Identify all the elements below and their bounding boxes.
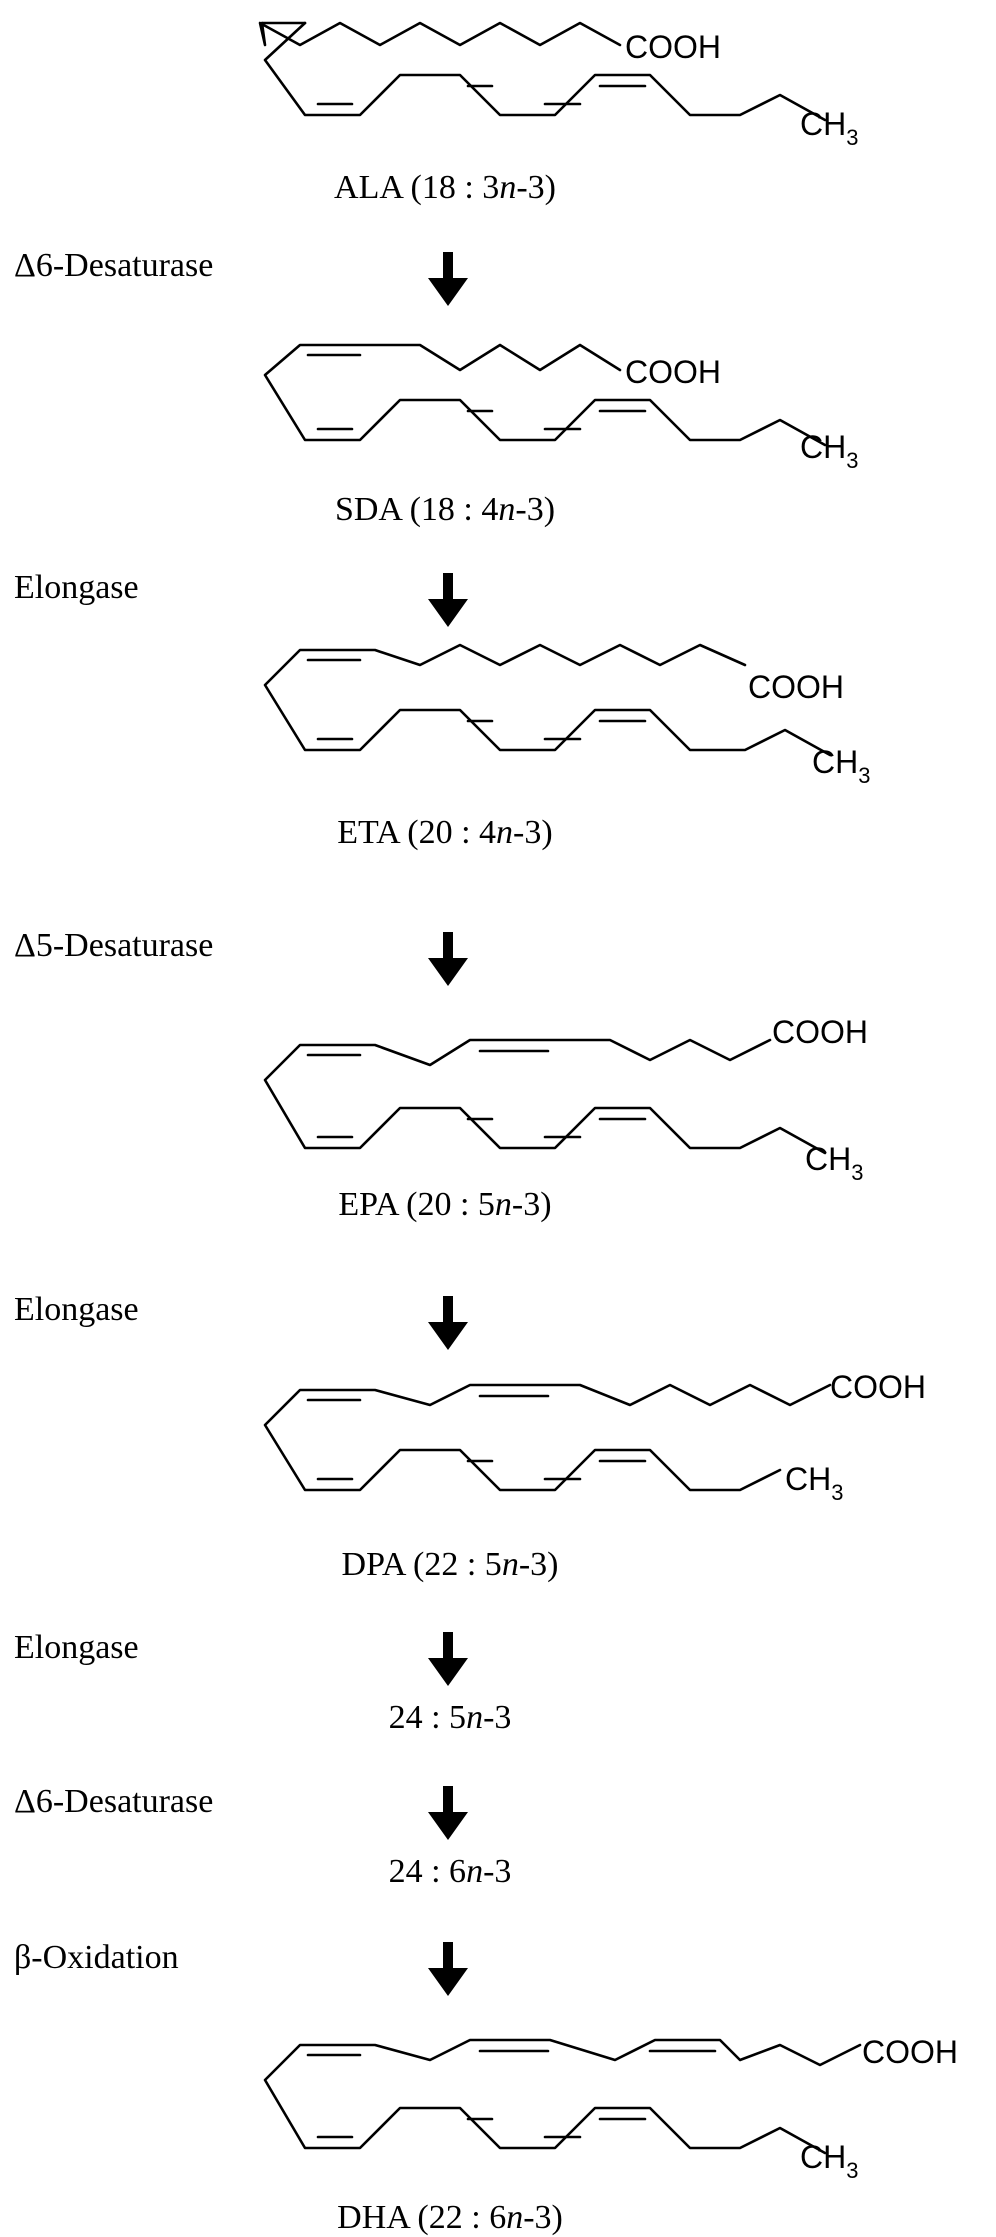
eta-name-label: ETA (20 : 4n-3)	[337, 814, 552, 851]
enzyme-label-elongase-2: Elongase	[14, 1291, 139, 1328]
epa-cooh-label: COOH	[772, 1014, 868, 1050]
structure-sda: COOH CH3 SDA (18 : 4n-3)	[263, 343, 858, 528]
dpa-name-label: DPA (22 : 5n-3)	[342, 1546, 559, 1583]
ala-skeleton	[258, 21, 827, 122]
arrow-down-icon	[428, 932, 468, 986]
sda-name-label: SDA (18 : 4n-3)	[335, 491, 555, 528]
enzyme-label-beta-oxidation: β-Oxidation	[14, 1939, 179, 1976]
ala-cooh-label: COOH	[625, 29, 721, 65]
enzyme-label-delta6-desaturase-2: Δ6-Desaturase	[14, 1783, 213, 1820]
arrow-down-icon	[428, 573, 468, 627]
eta-skeleton	[263, 643, 832, 757]
arrow-down-icon	[428, 1632, 468, 1686]
structure-ala: COOH CH3 ALA (18 : 3n-3)	[258, 21, 858, 206]
epa-ch3-label: CH3	[805, 1141, 863, 1185]
epa-name-label: EPA (20 : 5n-3)	[338, 1186, 551, 1223]
structure-epa: COOH CH3 EPA (20 : 5n-3)	[263, 1014, 868, 1223]
arrow-down-icon	[428, 252, 468, 306]
dha-skeleton	[263, 2038, 862, 2155]
structure-dha: COOH CH3 DHA (22 : 6n-3)	[263, 2034, 958, 2236]
dha-name-label: DHA (22 : 6n-3)	[337, 2199, 563, 2236]
epa-skeleton	[263, 1038, 827, 1155]
dha-ch3-label: CH3	[800, 2139, 858, 2183]
dha-cooh-label: COOH	[862, 2034, 958, 2070]
arrow-down-icon	[428, 1296, 468, 1350]
sda-ch3-label: CH3	[800, 429, 858, 473]
sda-cooh-label: COOH	[625, 354, 721, 390]
dpa-ch3-label: CH3	[785, 1461, 843, 1505]
intermediate-24-6-label: 24 : 6n-3	[389, 1853, 512, 1890]
eta-ch3-label: CH3	[812, 744, 870, 788]
dpa-cooh-label: COOH	[830, 1369, 926, 1405]
sda-skeleton	[263, 343, 827, 447]
ala-name-label: ALA (18 : 3n-3)	[334, 169, 556, 206]
structure-dpa: COOH CH3 DPA (22 : 5n-3)	[263, 1369, 926, 1583]
enzyme-label-delta5-desaturase: Δ5-Desaturase	[14, 927, 213, 964]
structure-eta: COOH CH3 ETA (20 : 4n-3)	[263, 643, 870, 851]
enzyme-label-delta6-desaturase-1: Δ6-Desaturase	[14, 247, 213, 284]
intermediate-24-5-label: 24 : 5n-3	[389, 1699, 512, 1736]
ala-ch3-label: CH3	[800, 106, 858, 150]
arrow-down-icon	[428, 1786, 468, 1840]
enzyme-label-elongase-3: Elongase	[14, 1629, 139, 1666]
enzyme-label-elongase-1: Elongase	[14, 569, 139, 606]
arrow-down-icon	[428, 1942, 468, 1996]
dpa-skeleton	[263, 1383, 832, 1492]
eta-cooh-label: COOH	[748, 669, 844, 705]
